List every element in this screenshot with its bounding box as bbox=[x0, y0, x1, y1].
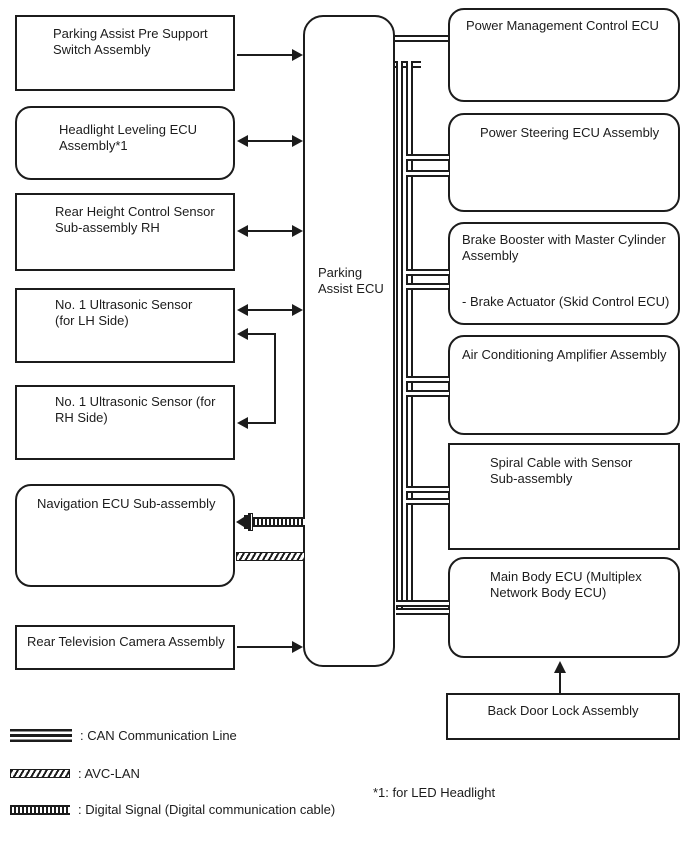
node-label: Parking Assist Pre Support Switch Assemb… bbox=[53, 26, 208, 57]
node-parking-assist-ecu: Parking Assist ECU bbox=[303, 15, 395, 667]
node-sublabel: - Brake Actuator (Skid Control ECU) bbox=[462, 294, 670, 309]
digital-signal-line-symbol bbox=[10, 804, 70, 815]
arrowhead-left-icon bbox=[237, 225, 248, 237]
arrow-ultrasonic-lh-ecu-bidirectional bbox=[237, 304, 303, 316]
legend-label: : Digital Signal (Digital communication … bbox=[78, 802, 336, 817]
node-rear-television-camera: Rear Television Camera Assembly bbox=[15, 625, 235, 670]
node-label: Main Body ECU (Multiplex Network Body EC… bbox=[490, 569, 642, 600]
node-ultrasonic-sensor-rh: No. 1 Ultrasonic Sensor (for RH Side) bbox=[15, 385, 235, 460]
node-headlight-leveling-ecu: Headlight Leveling ECU Assembly*1 bbox=[15, 106, 235, 180]
avc-lan-line bbox=[236, 552, 305, 561]
arrow-shaft bbox=[247, 333, 276, 335]
node-navigation-ecu: Navigation ECU Sub-assembly bbox=[15, 484, 235, 587]
node-label: Brake Booster with Master Cylinder Assem… bbox=[462, 232, 666, 263]
node-label: Rear Television Camera Assembly bbox=[27, 634, 225, 649]
arrow-shaft bbox=[247, 230, 293, 232]
arrow-shaft bbox=[247, 309, 293, 311]
can-segment bbox=[406, 61, 413, 607]
node-label: Power Management Control ECU bbox=[466, 18, 659, 33]
arrowhead-left-icon bbox=[237, 135, 248, 147]
digital-signal-line bbox=[253, 517, 305, 527]
chain-line-to-rh-sensor bbox=[237, 417, 276, 429]
arrowhead-left-icon bbox=[237, 304, 248, 316]
arrowhead-right-icon bbox=[292, 641, 303, 653]
chain-line-vertical bbox=[274, 334, 276, 424]
digital-signal-cone-seg bbox=[244, 515, 248, 529]
node-spiral-cable-sensor: Spiral Cable with Sensor Sub-assembly bbox=[448, 443, 680, 550]
legend-item-digital-signal: : Digital Signal (Digital communication … bbox=[10, 802, 335, 817]
legend-item-avc-lan: : AVC-LAN bbox=[10, 766, 140, 781]
arrowhead-up-icon bbox=[554, 661, 566, 673]
arrow-shaft bbox=[247, 140, 293, 142]
arrowhead-right-icon bbox=[292, 304, 303, 316]
arrow-shaft bbox=[247, 422, 276, 424]
can-segment bbox=[406, 486, 449, 493]
node-back-door-lock: Back Door Lock Assembly bbox=[446, 693, 680, 740]
arrow-shaft bbox=[237, 646, 293, 648]
arrowhead-right-icon bbox=[292, 135, 303, 147]
node-label: No. 1 Ultrasonic Sensor (for RH Side) bbox=[55, 394, 216, 425]
legend-label: : AVC-LAN bbox=[78, 766, 140, 781]
arrowhead-right-icon bbox=[292, 225, 303, 237]
can-segment bbox=[406, 283, 449, 290]
arrow-pre-support-to-ecu bbox=[237, 49, 303, 61]
footnote-led-headlight: *1: for LED Headlight bbox=[373, 785, 496, 800]
node-power-management-control-ecu: Power Management Control ECU bbox=[448, 8, 680, 102]
node-label: Back Door Lock Assembly bbox=[487, 703, 639, 718]
arrow-shaft bbox=[559, 671, 561, 693]
node-label: Headlight Leveling ECU Assembly*1 bbox=[59, 122, 198, 153]
node-label: No. 1 Ultrasonic Sensor (for LH Side) bbox=[55, 297, 193, 328]
can-segment bbox=[406, 390, 449, 397]
node-label: Navigation ECU Sub-assembly bbox=[37, 496, 216, 511]
node-brake-booster-master-cylinder: Brake Booster with Master Cylinder Assem… bbox=[448, 222, 680, 325]
node-label: Air Conditioning Amplifier Assembly bbox=[462, 347, 667, 362]
can-segment bbox=[395, 35, 448, 42]
can-segment bbox=[406, 498, 449, 505]
arrow-headlight-ecu-bidirectional bbox=[237, 135, 303, 147]
can-segment bbox=[406, 154, 449, 161]
chain-line-to-lh-sensor bbox=[237, 328, 276, 340]
arrow-rear-camera-to-ecu bbox=[237, 641, 303, 653]
arrowhead-right-icon bbox=[292, 49, 303, 61]
can-segment bbox=[396, 600, 449, 607]
node-label: Spiral Cable with Sensor Sub-assembly bbox=[490, 455, 633, 486]
node-label: Rear Height Control Sensor Sub-assembly … bbox=[55, 204, 215, 235]
arrowhead-left-icon bbox=[237, 417, 248, 429]
arrow-rear-height-ecu-bidirectional bbox=[237, 225, 303, 237]
avc-lan-line-symbol bbox=[10, 769, 70, 778]
legend-label: : CAN Communication Line bbox=[80, 728, 237, 743]
node-label: Power Steering ECU Assembly bbox=[480, 125, 660, 140]
can-segment bbox=[406, 170, 449, 177]
digital-signal-cone-seg bbox=[248, 513, 253, 531]
node-label: Parking Assist ECU bbox=[318, 265, 384, 296]
node-air-conditioning-amplifier: Air Conditioning Amplifier Assembly bbox=[448, 335, 680, 435]
node-rear-height-control-sensor: Rear Height Control Sensor Sub-assembly … bbox=[15, 193, 235, 271]
node-parking-assist-pre-support-switch: Parking Assist Pre Support Switch Assemb… bbox=[15, 15, 235, 91]
node-main-body-ecu: Main Body ECU (Multiplex Network Body EC… bbox=[448, 557, 680, 658]
can-segment bbox=[396, 608, 449, 615]
can-line-symbol bbox=[10, 729, 72, 742]
can-segment bbox=[406, 269, 449, 276]
node-power-steering-ecu: Power Steering ECU Assembly bbox=[448, 113, 680, 212]
can-segment bbox=[396, 61, 403, 615]
node-ultrasonic-sensor-lh: No. 1 Ultrasonic Sensor (for LH Side) bbox=[15, 288, 235, 363]
digital-signal-cone-icon bbox=[236, 517, 244, 527]
arrow-shaft bbox=[237, 54, 293, 56]
legend-item-can: : CAN Communication Line bbox=[10, 728, 237, 743]
can-segment bbox=[406, 376, 449, 383]
arrowhead-left-icon bbox=[237, 328, 248, 340]
